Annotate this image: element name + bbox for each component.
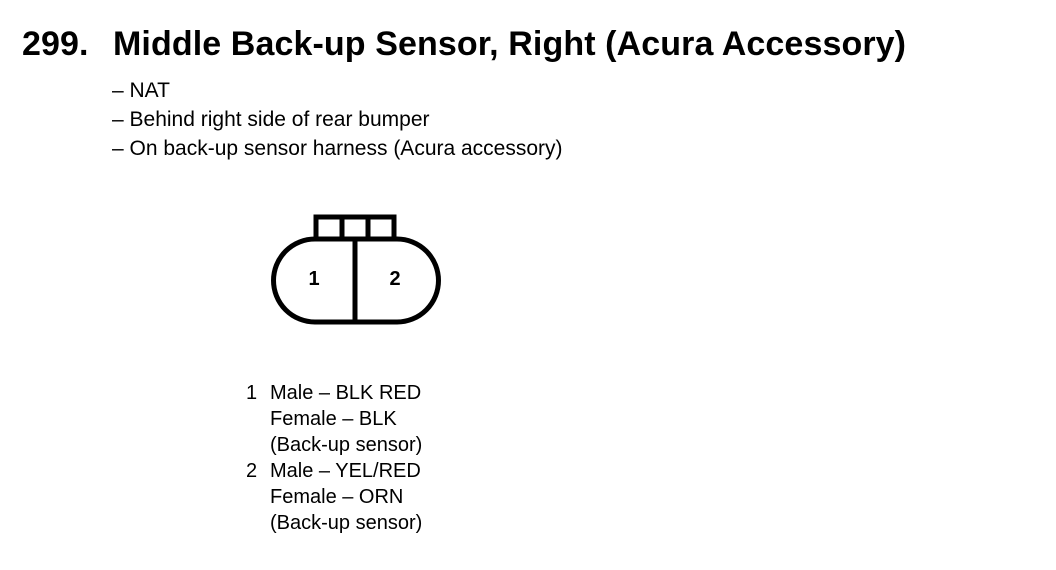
cavity-1-label: 1: [308, 268, 319, 290]
location-notes: – NAT – Behind right side of rear bumper…: [112, 76, 563, 163]
component-title: Middle Back-up Sensor, Right (Acura Acce…: [113, 25, 907, 63]
note-market: – NAT: [112, 79, 170, 102]
note-location: – Behind right side of rear bumper: [112, 108, 430, 131]
connector-diagram: 1 2: [271, 214, 441, 325]
pin-entry-2: 2 Male – YEL/RED Female – ORN (Back-up s…: [246, 458, 422, 536]
pin-component: (Back-up sensor): [270, 434, 423, 456]
connector-latch: [313, 214, 397, 242]
pin-female-wire: Female – BLK: [270, 408, 397, 430]
pin-number: 2: [246, 460, 258, 482]
pin-assignments: 1 Male – BLK RED Female – BLK (Back-up s…: [246, 380, 422, 536]
page-title: 299. Middle Back-up Sensor, Right (Acura …: [22, 22, 906, 66]
pin-component: (Back-up sensor): [270, 512, 423, 534]
pin-male-wire: Male – BLK RED: [270, 382, 422, 404]
note-harness: – On back-up sensor harness (Acura acces…: [112, 137, 563, 160]
pin-female-wire: Female – ORN: [270, 486, 404, 508]
figure-number: 299.: [22, 25, 89, 63]
pin-entry-1: 1 Male – BLK RED Female – BLK (Back-up s…: [246, 380, 422, 458]
cavity-2-label: 2: [389, 268, 400, 290]
pin-male-wire: Male – YEL/RED: [270, 460, 421, 482]
pin-number: 1: [246, 382, 258, 404]
